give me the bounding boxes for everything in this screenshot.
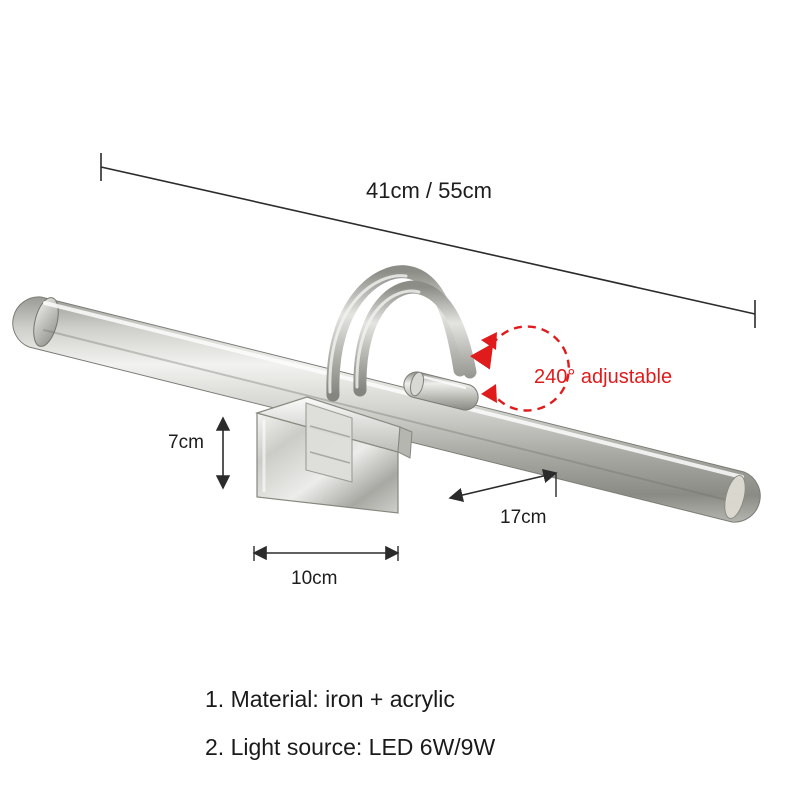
pivot-hub (403, 371, 479, 411)
spec-light-source: 2. Light source: LED 6W/9W (205, 734, 496, 760)
label-length: 41cm / 55cm (366, 178, 492, 203)
spec-material: 1. Material: iron + acrylic (205, 686, 455, 712)
adjustable-arc-arrow-end (481, 332, 497, 403)
light-bar (12, 296, 761, 523)
wall-mount-bracket (254, 396, 413, 514)
dimension-height (215, 416, 231, 490)
dimension-length (100, 153, 756, 328)
adjustable-arc-indicator (469, 325, 571, 412)
dimension-base-width (252, 545, 400, 561)
label-base-width: 10cm (291, 568, 338, 589)
spec-list: 1. Material: iron + acrylic 2. Light sou… (205, 675, 765, 771)
label-height: 7cm (168, 432, 204, 453)
gooseneck-highlight (328, 274, 421, 394)
gooseneck-arms (326, 265, 477, 402)
dimension-arm-reach (448, 468, 558, 503)
label-arm-reach: 17cm (500, 507, 547, 528)
label-adjustable-angle: 240° adjustable (534, 366, 673, 388)
